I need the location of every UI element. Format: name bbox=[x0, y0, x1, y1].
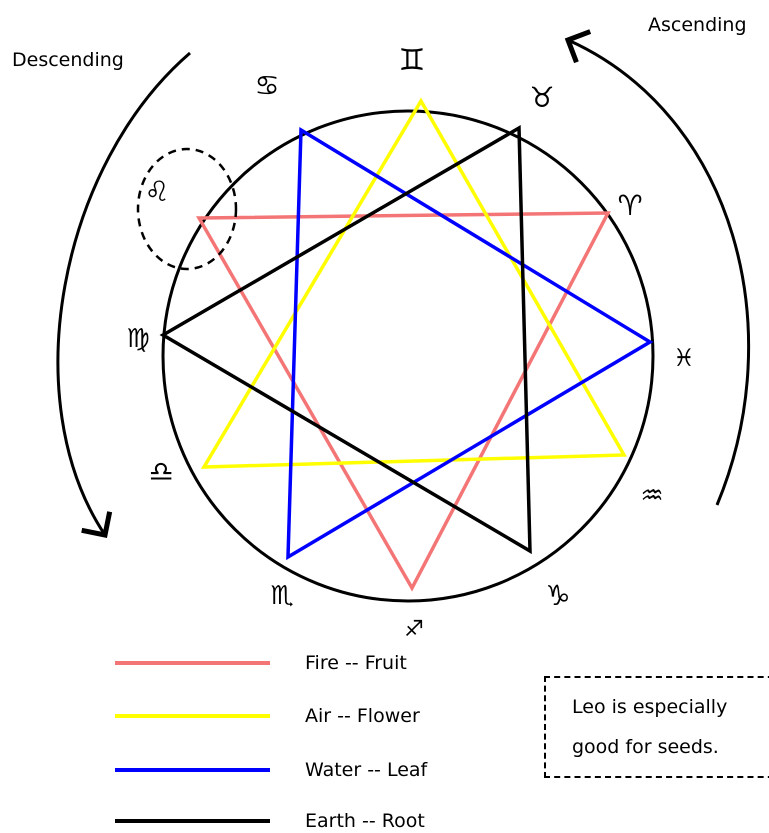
legend-earth-label: Earth -- Root bbox=[305, 810, 425, 832]
note-box: Leo is especially good for seeds. bbox=[544, 676, 769, 778]
aquarius-icon: ♒ bbox=[640, 481, 663, 511]
gemini-icon: ♊ bbox=[399, 43, 426, 78]
libra-icon: ♎ bbox=[148, 455, 173, 488]
pisces-icon: ♓ bbox=[673, 344, 695, 372]
water-triangle bbox=[286, 126, 654, 561]
legend-air-label: Air -- Flower bbox=[305, 705, 420, 727]
descending-label: Descending bbox=[12, 49, 124, 71]
cancer-icon: ♋ bbox=[254, 69, 279, 102]
ascending-label: Ascending bbox=[648, 14, 747, 36]
virgo-icon: ♍ bbox=[126, 324, 149, 354]
legend-fire-label: Fire -- Fruit bbox=[305, 652, 407, 674]
fire-triangle bbox=[195, 211, 611, 592]
taurus-icon: ♉ bbox=[529, 81, 554, 114]
capricorn-icon: ♑ bbox=[545, 579, 570, 612]
aries-icon: ♈ bbox=[617, 189, 642, 222]
zodiac-circle bbox=[161, 109, 655, 603]
note-line-1: Leo is especially bbox=[572, 696, 728, 718]
scorpio-icon: ♏ bbox=[270, 581, 293, 611]
legend-water-label: Water -- Leaf bbox=[305, 759, 429, 781]
descending-arrow bbox=[56, 51, 191, 538]
note-line-2: good for seeds. bbox=[572, 736, 719, 758]
legend: Fire -- Fruit Air -- Flower Water -- Lea… bbox=[115, 652, 429, 832]
leo-highlight-circle bbox=[136, 147, 238, 271]
ascending-arrow bbox=[564, 29, 751, 506]
sagittarius-icon: ♐ bbox=[404, 617, 424, 642]
leo-icon: ♌ bbox=[144, 175, 169, 208]
earth-triangle bbox=[159, 125, 532, 555]
